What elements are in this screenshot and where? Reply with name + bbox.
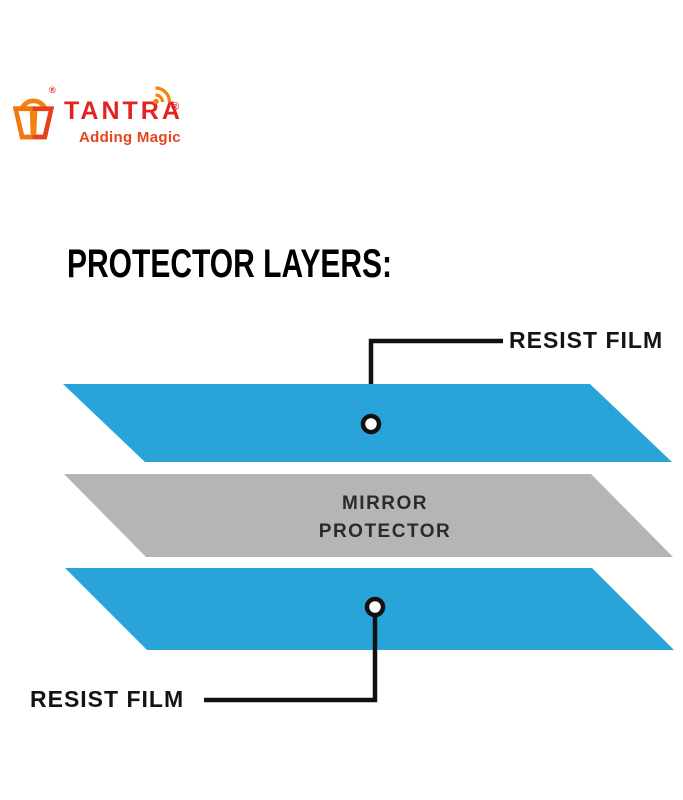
callout-label-bottom-resist-film: RESIST FILM [30,686,185,712]
callout-line-bottom [204,617,378,703]
basket-inner-bar [29,111,38,135]
mirror-protector-label: MIRROR PROTECTOR [318,493,452,542]
brand-tagline: Adding Magic [79,129,181,146]
signal-arc-outer [155,86,172,103]
diagram-title: PROTECTOR LAYERS: [67,242,393,286]
callout-label-top-resist-film: RESIST FILM [509,327,664,353]
tantra-basket-icon [12,98,55,140]
signal-icon [153,86,172,105]
callout-marker-bottom [364,596,386,618]
callout-marker-top [360,413,382,435]
signal-arc-inner [155,93,165,103]
layer-mirror-protector [64,474,673,557]
brand-registered-mark: ® [171,101,180,113]
signal-dot [153,98,159,105]
brand-name: TANTRA [64,97,183,125]
icon-registered-mark: ® [49,85,56,95]
